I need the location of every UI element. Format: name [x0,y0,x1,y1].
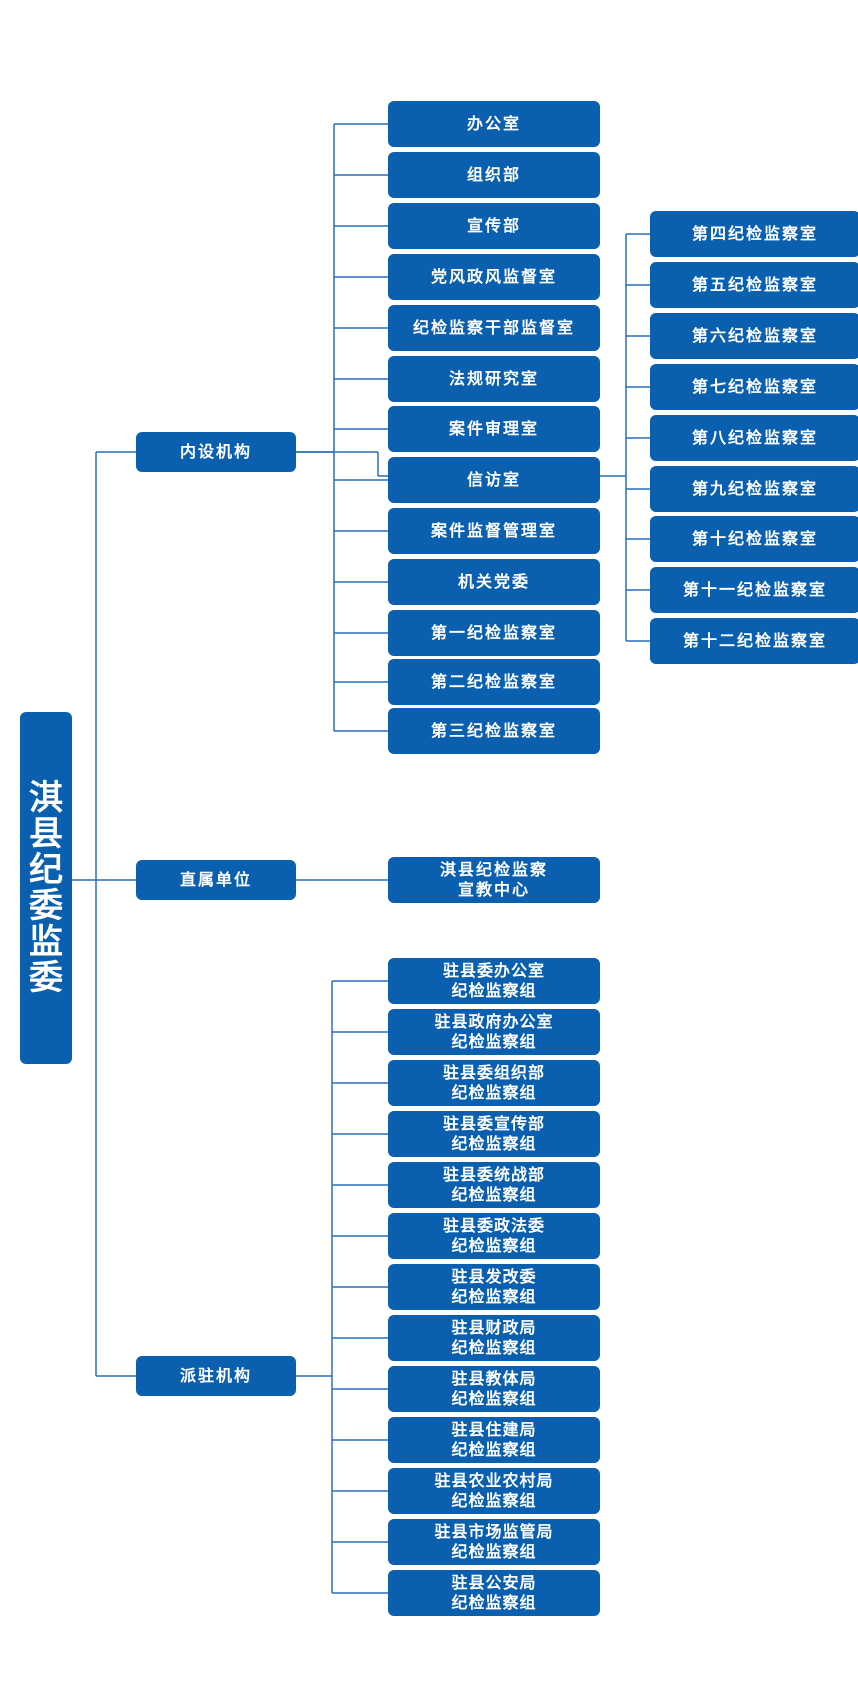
branch-internal: 内设机构 [136,432,296,472]
internal-unit-box: 案件审理室 [388,406,600,452]
stationed-unit-box: 驻县公安局 纪检监察组 [388,1570,600,1616]
internal-unit-box: 机关党委 [388,559,600,605]
internal-unit-box: 党风政风监督室 [388,254,600,300]
stationed-unit-box: 驻县农业农村局 纪检监察组 [388,1468,600,1514]
root-title-char: 淇 [29,778,63,818]
stationed-unit-box: 驻县住建局 纪检监察组 [388,1417,600,1463]
branch-direct: 直属单位 [136,860,296,900]
sub-unit-box: 第十一纪检监察室 [650,567,858,613]
internal-unit-box: 法规研究室 [388,356,600,402]
sub-unit-box: 第十纪检监察室 [650,516,858,562]
internal-unit-box: 纪检监察干部监督室 [388,305,600,351]
internal-unit-box: 第二纪检监察室 [388,659,600,705]
internal-unit-box: 第一纪检监察室 [388,610,600,656]
root-title-char: 纪 [29,850,63,890]
sub-unit-box: 第九纪检监察室 [650,466,858,512]
root-title-char: 监 [29,922,63,962]
internal-unit-box: 组织部 [388,152,600,198]
stationed-unit-box: 驻县委组织部 纪检监察组 [388,1060,600,1106]
sub-unit-box: 第五纪检监察室 [650,262,858,308]
internal-unit-box: 办公室 [388,101,600,147]
stationed-unit-box: 驻县委办公室 纪检监察组 [388,958,600,1004]
stationed-unit-box: 驻县委政法委 纪检监察组 [388,1213,600,1259]
root-title-char: 委 [29,958,63,998]
stationed-unit-box: 驻县教体局 纪检监察组 [388,1366,600,1412]
internal-unit-box: 信访室 [388,457,600,503]
internal-unit-box: 宣传部 [388,203,600,249]
stationed-unit-box: 驻县市场监管局 纪检监察组 [388,1519,600,1565]
direct-unit-box: 淇县纪检监察 宣教中心 [388,857,600,903]
root-node: 淇县纪委监委 [20,712,72,1064]
stationed-unit-box: 驻县委统战部 纪检监察组 [388,1162,600,1208]
branch-stationed: 派驻机构 [136,1356,296,1396]
stationed-unit-box: 驻县发改委 纪检监察组 [388,1264,600,1310]
sub-unit-box: 第十二纪检监察室 [650,618,858,664]
sub-unit-box: 第六纪检监察室 [650,313,858,359]
internal-unit-box: 案件监督管理室 [388,508,600,554]
stationed-unit-box: 驻县财政局 纪检监察组 [388,1315,600,1361]
stationed-unit-box: 驻县委宣传部 纪检监察组 [388,1111,600,1157]
sub-unit-box: 第七纪检监察室 [650,364,858,410]
root-title-char: 县 [29,814,63,854]
internal-unit-box: 第三纪检监察室 [388,708,600,754]
sub-unit-box: 第八纪检监察室 [650,415,858,461]
root-title-char: 委 [29,886,63,926]
sub-unit-box: 第四纪检监察室 [650,211,858,257]
stationed-unit-box: 驻县政府办公室 纪检监察组 [388,1009,600,1055]
